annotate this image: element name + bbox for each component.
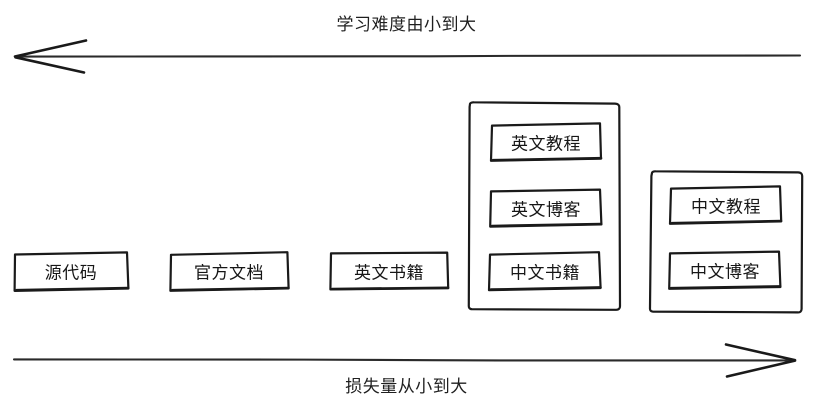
node-outline-chinese-blogs-shade xyxy=(669,285,782,290)
node-box-chinese-tutorials[interactable] xyxy=(668,185,783,225)
node-box-english-tutorials[interactable] xyxy=(489,122,603,162)
group-container-chinese xyxy=(648,170,804,314)
node-outline-english-blogs-shade xyxy=(490,222,603,228)
top-axis-line xyxy=(15,54,802,58)
node-box-source-code[interactable] xyxy=(13,251,130,292)
node-outline-english-tutorials-shade xyxy=(491,156,603,162)
node-label-official-docs: 官方文档 xyxy=(194,263,264,284)
bottom-axis xyxy=(12,343,797,378)
node-label-chinese-blogs: 中文博客 xyxy=(690,262,760,283)
node-outline-chinese-tutorials-shade xyxy=(670,219,783,225)
node-box-chinese-blogs[interactable] xyxy=(668,250,782,290)
top-axis-arrowhead xyxy=(13,39,88,74)
node-box-official-docs[interactable] xyxy=(169,251,290,292)
top-axis xyxy=(13,39,802,74)
node-box-chinese-books[interactable] xyxy=(487,251,602,292)
group-chinese-outline xyxy=(648,170,804,314)
top-axis-label: 学习难度由小到大 xyxy=(336,15,477,35)
node-box-english-blogs[interactable] xyxy=(489,188,603,228)
node-outline-source-code-shade xyxy=(15,286,130,292)
bottom-axis-label: 损失量从小到大 xyxy=(345,377,468,397)
group-english-outline xyxy=(467,101,622,311)
node-label-chinese-tutorials: 中文教程 xyxy=(691,197,761,218)
node-outline-official-docs-shade xyxy=(171,286,290,292)
node-outline-english-books-shade xyxy=(330,286,450,291)
node-outline-chinese-books-shade xyxy=(489,286,602,291)
bottom-axis-line xyxy=(12,358,795,362)
node-label-english-tutorials: 英文教程 xyxy=(511,134,581,155)
group-container-english xyxy=(467,101,622,311)
node-label-source-code: 源代码 xyxy=(44,263,98,284)
node-label-english-blogs: 英文博客 xyxy=(511,200,581,221)
node-label-chinese-books: 中文书籍 xyxy=(510,263,580,284)
bottom-axis-arrowhead xyxy=(724,343,797,378)
node-box-english-books[interactable] xyxy=(329,251,450,291)
node-label-english-books: 英文书籍 xyxy=(354,263,424,284)
